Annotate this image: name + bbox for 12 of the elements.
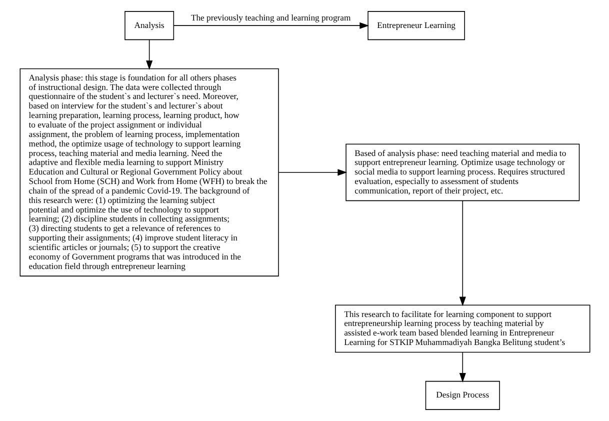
node-box: Based of analysis phase: need teaching material and media to support entrepreneur learning. Optimize usage technology or social media to support learning process. Requires structured evaluation, especially to assessment of students communication, report of their project, etc. (345, 144, 580, 202)
arrow (458, 200, 466, 306)
arrow (458, 352, 466, 382)
node-box: Analysis phase: this stage is foundation for all others phases of instructional design. The data were collected through questionnaire of the student`s and lecturer`s need. Moreover, based on interview for the student`s and lecturer`s about learning preparation, learning process, learning product, how to evaluate of the project assignment or individual assignment, the problem of learning process, implementation method, the optimize usage of technology to support learning process, teaching material and media learning. Need the adaptive and flexible media learning to support Ministry Education and Cultural or Regional Government Policy about School from Home (SCH) and Work from Home (WFH) to break the chain of the spread of a pandemic Covid-19. The background of this research were: (1) optimizing the learning subject potential and optimize the use of technology to support learning; (2) discipline students in collecting assignments; (3) directing students to get a relevance of references to supporting their assignments; (4) improve student literacy in scientific articles or journals; (5) to support the creative economy of Government programs that was introduced in the education field through entrepreneur learning (19, 68, 278, 276)
node-box: This research to facilitate for learning component to support entrepreneurship learning process by teaching material by assisted e-work team based blended learning in Entrepreneur Learning for STKIP Muhammadiyah Bangka Belitung student’s (334, 304, 590, 353)
node-box: Entrepreneur Learning (367, 11, 464, 40)
arrow (172, 22, 369, 29)
edge-label: The previously teaching and learning program (190, 12, 350, 23)
arrow (278, 169, 347, 176)
arrow (146, 39, 152, 70)
node-box: Design Process (424, 380, 500, 410)
node-box: Analysis (124, 11, 174, 40)
